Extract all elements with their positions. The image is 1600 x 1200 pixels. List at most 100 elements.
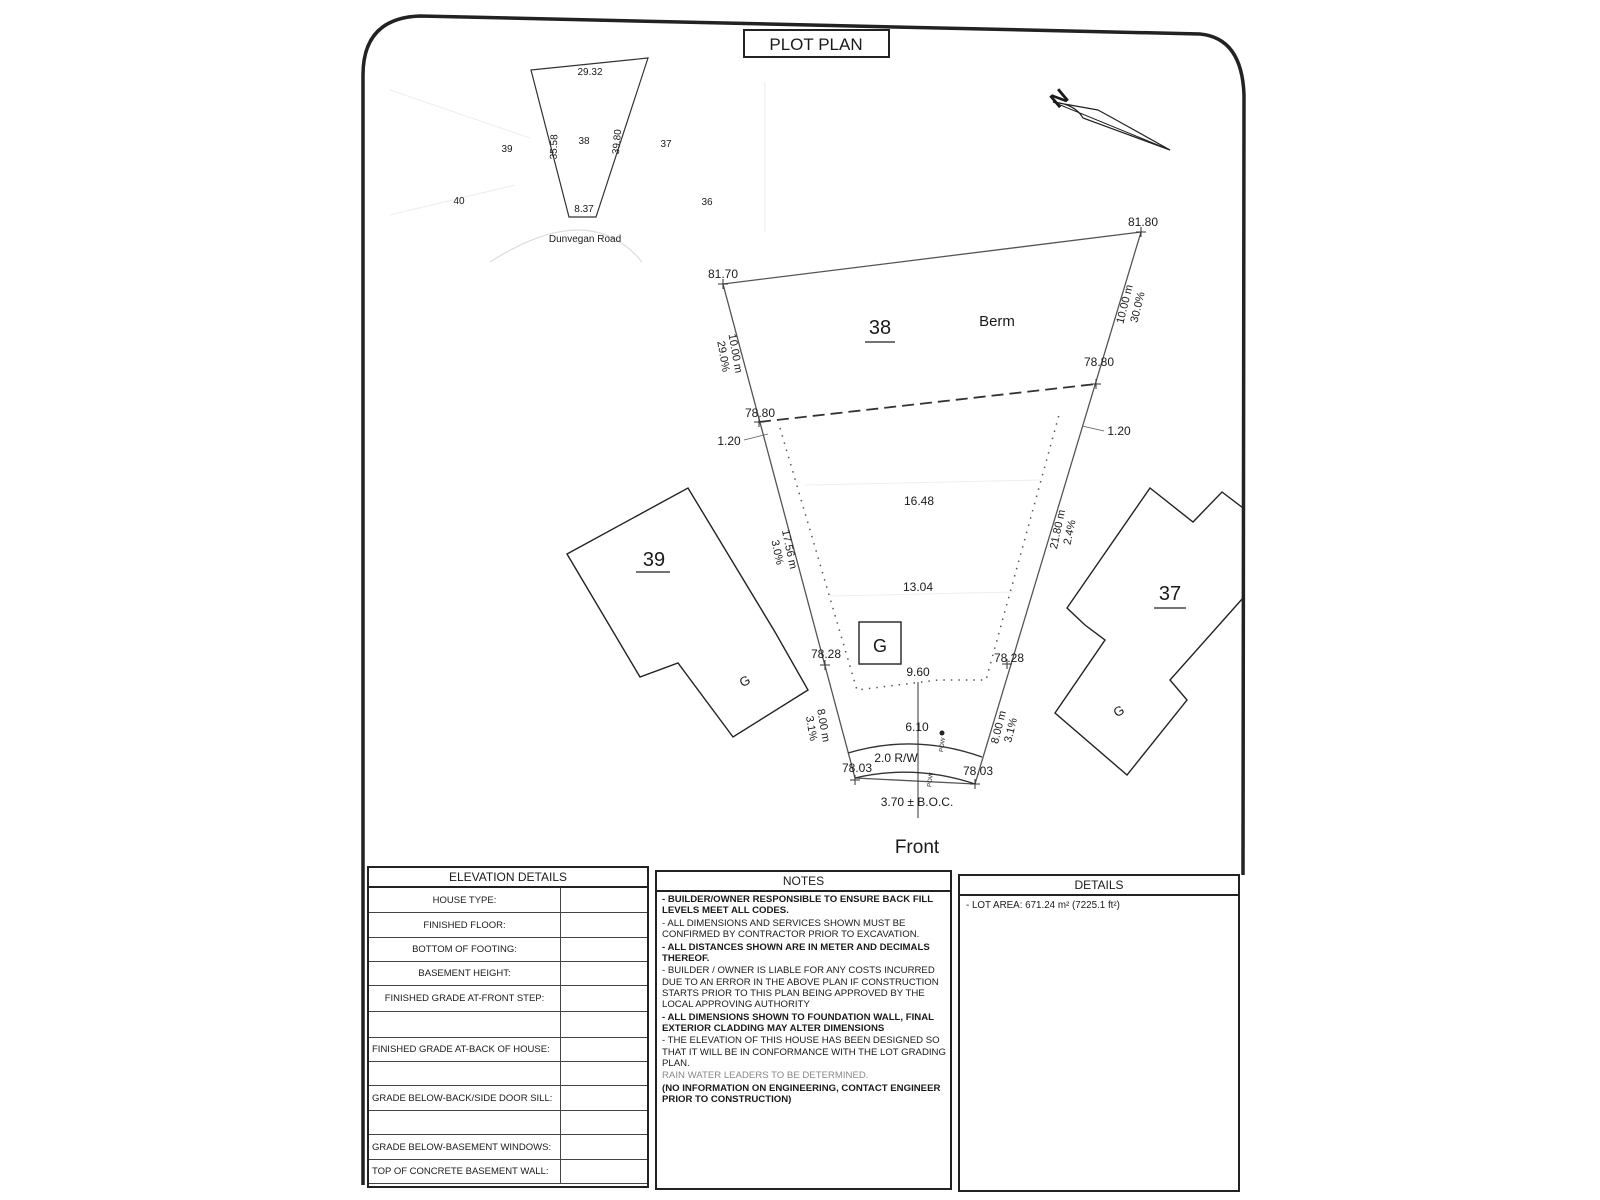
- elevation-row-value: [561, 1038, 647, 1061]
- note-item: (NO INFORMATION ON ENGINEERING, CONTACT …: [662, 1082, 941, 1106]
- elevation-row: [369, 1012, 647, 1038]
- elev-curb-left: 78.03: [842, 761, 872, 775]
- notes-list: - BUILDER/OWNER RESPONSIBLE TO ENSURE BA…: [657, 892, 950, 1105]
- garage-label: G: [873, 636, 887, 656]
- elevation-row-label: FINISHED GRADE AT-FRONT STEP:: [369, 986, 561, 1011]
- elevation-row: [369, 1111, 647, 1135]
- slope-back-left-pct: 29.0%: [714, 340, 731, 373]
- corner-markers: [718, 227, 1146, 789]
- neighbor-37-garage: G: [1111, 702, 1127, 720]
- details-table: DETAILS - LOT AREA: 671.24 m² (7225.1 ft…: [958, 874, 1240, 1192]
- elevation-row: FINISHED FLOOR:: [369, 913, 647, 938]
- row-arc: [847, 743, 983, 758]
- north-arrow-icon: N: [1045, 84, 1171, 151]
- elevation-row: GRADE BELOW-BASEMENT WINDOWS:: [369, 1135, 647, 1160]
- key-lot-37: 37: [660, 139, 672, 150]
- front-label: Front: [895, 837, 940, 858]
- note-item: - ALL DISTANCES SHOWN ARE IN METER AND D…: [662, 941, 930, 964]
- neighbor-37-number: 37: [1159, 583, 1181, 605]
- note-item: - ALL DIMENSIONS AND SERVICES SHOWN MUST…: [662, 917, 920, 940]
- elevation-row-value: [561, 938, 647, 961]
- elevation-row: BASEMENT HEIGHT:: [369, 962, 647, 986]
- title-box: [743, 29, 890, 58]
- slope-side-right-pct: 2.4%: [1062, 519, 1079, 546]
- boc-label: 3.70 ± B.O.C.: [881, 795, 954, 809]
- details-title: DETAILS: [960, 876, 1238, 896]
- notes-table: NOTES - BUILDER/OWNER RESPONSIBLE TO ENS…: [655, 870, 952, 1190]
- neighbor-39-footprint: [566, 487, 809, 738]
- key-dim-top: 29.32: [577, 67, 602, 78]
- elevation-row-value: [561, 1135, 647, 1159]
- elevation-row: FINISHED GRADE AT-FRONT STEP:: [369, 986, 647, 1012]
- house-dim-back: 16.48: [904, 494, 934, 508]
- elevation-row-label: GRADE BELOW-BACK/SIDE DOOR SILL:: [369, 1086, 561, 1110]
- key-map: 39 38 37 40 36 29.32 35.58 39.80 8.37 Du…: [389, 57, 766, 263]
- neighbor-39-number: 39: [643, 549, 665, 571]
- elevation-row-label: BASEMENT HEIGHT:: [369, 962, 561, 985]
- key-lot-38: 38: [578, 136, 590, 147]
- offset-left: 1.20: [717, 434, 741, 448]
- elevation-row-value: [561, 888, 647, 912]
- notes-title: NOTES: [657, 872, 950, 892]
- key-map-lot: [530, 57, 649, 218]
- offset-right: 1.20: [1107, 424, 1131, 438]
- elevation-row-value: [561, 1160, 647, 1183]
- elevation-row-label: [369, 1062, 561, 1085]
- elevation-row-label: BOTTOM OF FOOTING:: [369, 938, 561, 961]
- elev-curb-right: 78.03: [963, 764, 993, 778]
- house-dim-front: 9.60: [906, 665, 930, 679]
- page-border: [361, 14, 1246, 1185]
- elevation-row-value: [561, 1012, 647, 1037]
- key-road-name: Dunvegan Road: [549, 234, 621, 245]
- slope-front-right-pct: 3.1%: [1002, 716, 1020, 743]
- right-of-way-label: 2.0 R/W: [874, 751, 918, 765]
- front-property-arc: [854, 771, 976, 785]
- garage-box: [858, 621, 902, 665]
- elevation-details-title: ELEVATION DETAILS: [369, 868, 647, 888]
- elevation-row: GRADE BELOW-BACK/SIDE DOOR SILL:: [369, 1086, 647, 1111]
- elev-mid-right: 78.80: [1084, 355, 1114, 369]
- elevation-row-label: GRADE BELOW-BASEMENT WINDOWS:: [369, 1135, 561, 1159]
- pow-label-2: POW: [939, 737, 947, 752]
- pow-label-1: POW: [927, 772, 935, 787]
- elev-front-right: 78.28: [994, 651, 1024, 665]
- elevation-row: [369, 1062, 647, 1086]
- house-line-back: [804, 479, 1041, 486]
- note-item: - THE ELEVATION OF THIS HOUSE HAS BEEN D…: [662, 1035, 946, 1069]
- key-lot-36: 36: [701, 197, 713, 208]
- key-dim-bottom: 8.37: [574, 204, 594, 215]
- neighbor-37-footprint: [1054, 486, 1244, 777]
- neighbor-39-garage: G: [737, 672, 753, 690]
- setback-dim: 6.10: [905, 720, 929, 734]
- elevation-row-value: [561, 986, 647, 1011]
- elevation-details-rows: HOUSE TYPE:FINISHED FLOOR:BOTTOM OF FOOT…: [369, 888, 647, 1184]
- berm-label: Berm: [979, 313, 1015, 330]
- berm-line: [758, 383, 1097, 423]
- note-item: - ALL DIMENSIONS SHOWN TO FOUNDATION WAL…: [662, 1011, 934, 1034]
- lot-boundary: [722, 231, 1142, 785]
- elevation-row-label: [369, 1012, 561, 1037]
- lot-area-text: - LOT AREA: 671.24 m² (7225.1 ft²): [966, 900, 1120, 911]
- elevation-row-value: [561, 1086, 647, 1110]
- house-dim-mid: 13.04: [903, 580, 933, 594]
- elevation-row: BOTTOM OF FOOTING:: [369, 938, 647, 962]
- lot-number: 38: [869, 317, 891, 339]
- elevation-row: FINISHED GRADE AT-BACK OF HOUSE:: [369, 1038, 647, 1062]
- slope-front-left-pct: 3.1%: [803, 715, 819, 742]
- service-point-icon: [939, 730, 945, 736]
- subject-lot: G 38 Berm 81.70 81.80 78.80 78.80 78.28 …: [708, 215, 1158, 858]
- slope-side-left-pct: 3.0%: [768, 539, 785, 566]
- key-dim-right: 39.80: [611, 128, 624, 154]
- key-lot-39: 39: [501, 144, 513, 155]
- elevation-row-label: TOP OF CONCRETE BASEMENT WALL:: [369, 1160, 561, 1183]
- elevation-row-label: [369, 1111, 561, 1134]
- note-item: RAIN WATER LEADERS TO BE DETERMINED.: [662, 1070, 869, 1082]
- elev-back-left: 81.70: [708, 267, 738, 281]
- elevation-row: HOUSE TYPE:: [369, 888, 647, 913]
- note-item: - BUILDER / OWNER IS LIABLE FOR ANY COST…: [662, 965, 939, 1010]
- elevation-row-value: [561, 913, 647, 937]
- elev-back-right: 81.80: [1128, 215, 1158, 229]
- plot-plan-title: PLOT PLAN: [769, 35, 862, 54]
- elevation-row-value: [561, 1111, 647, 1134]
